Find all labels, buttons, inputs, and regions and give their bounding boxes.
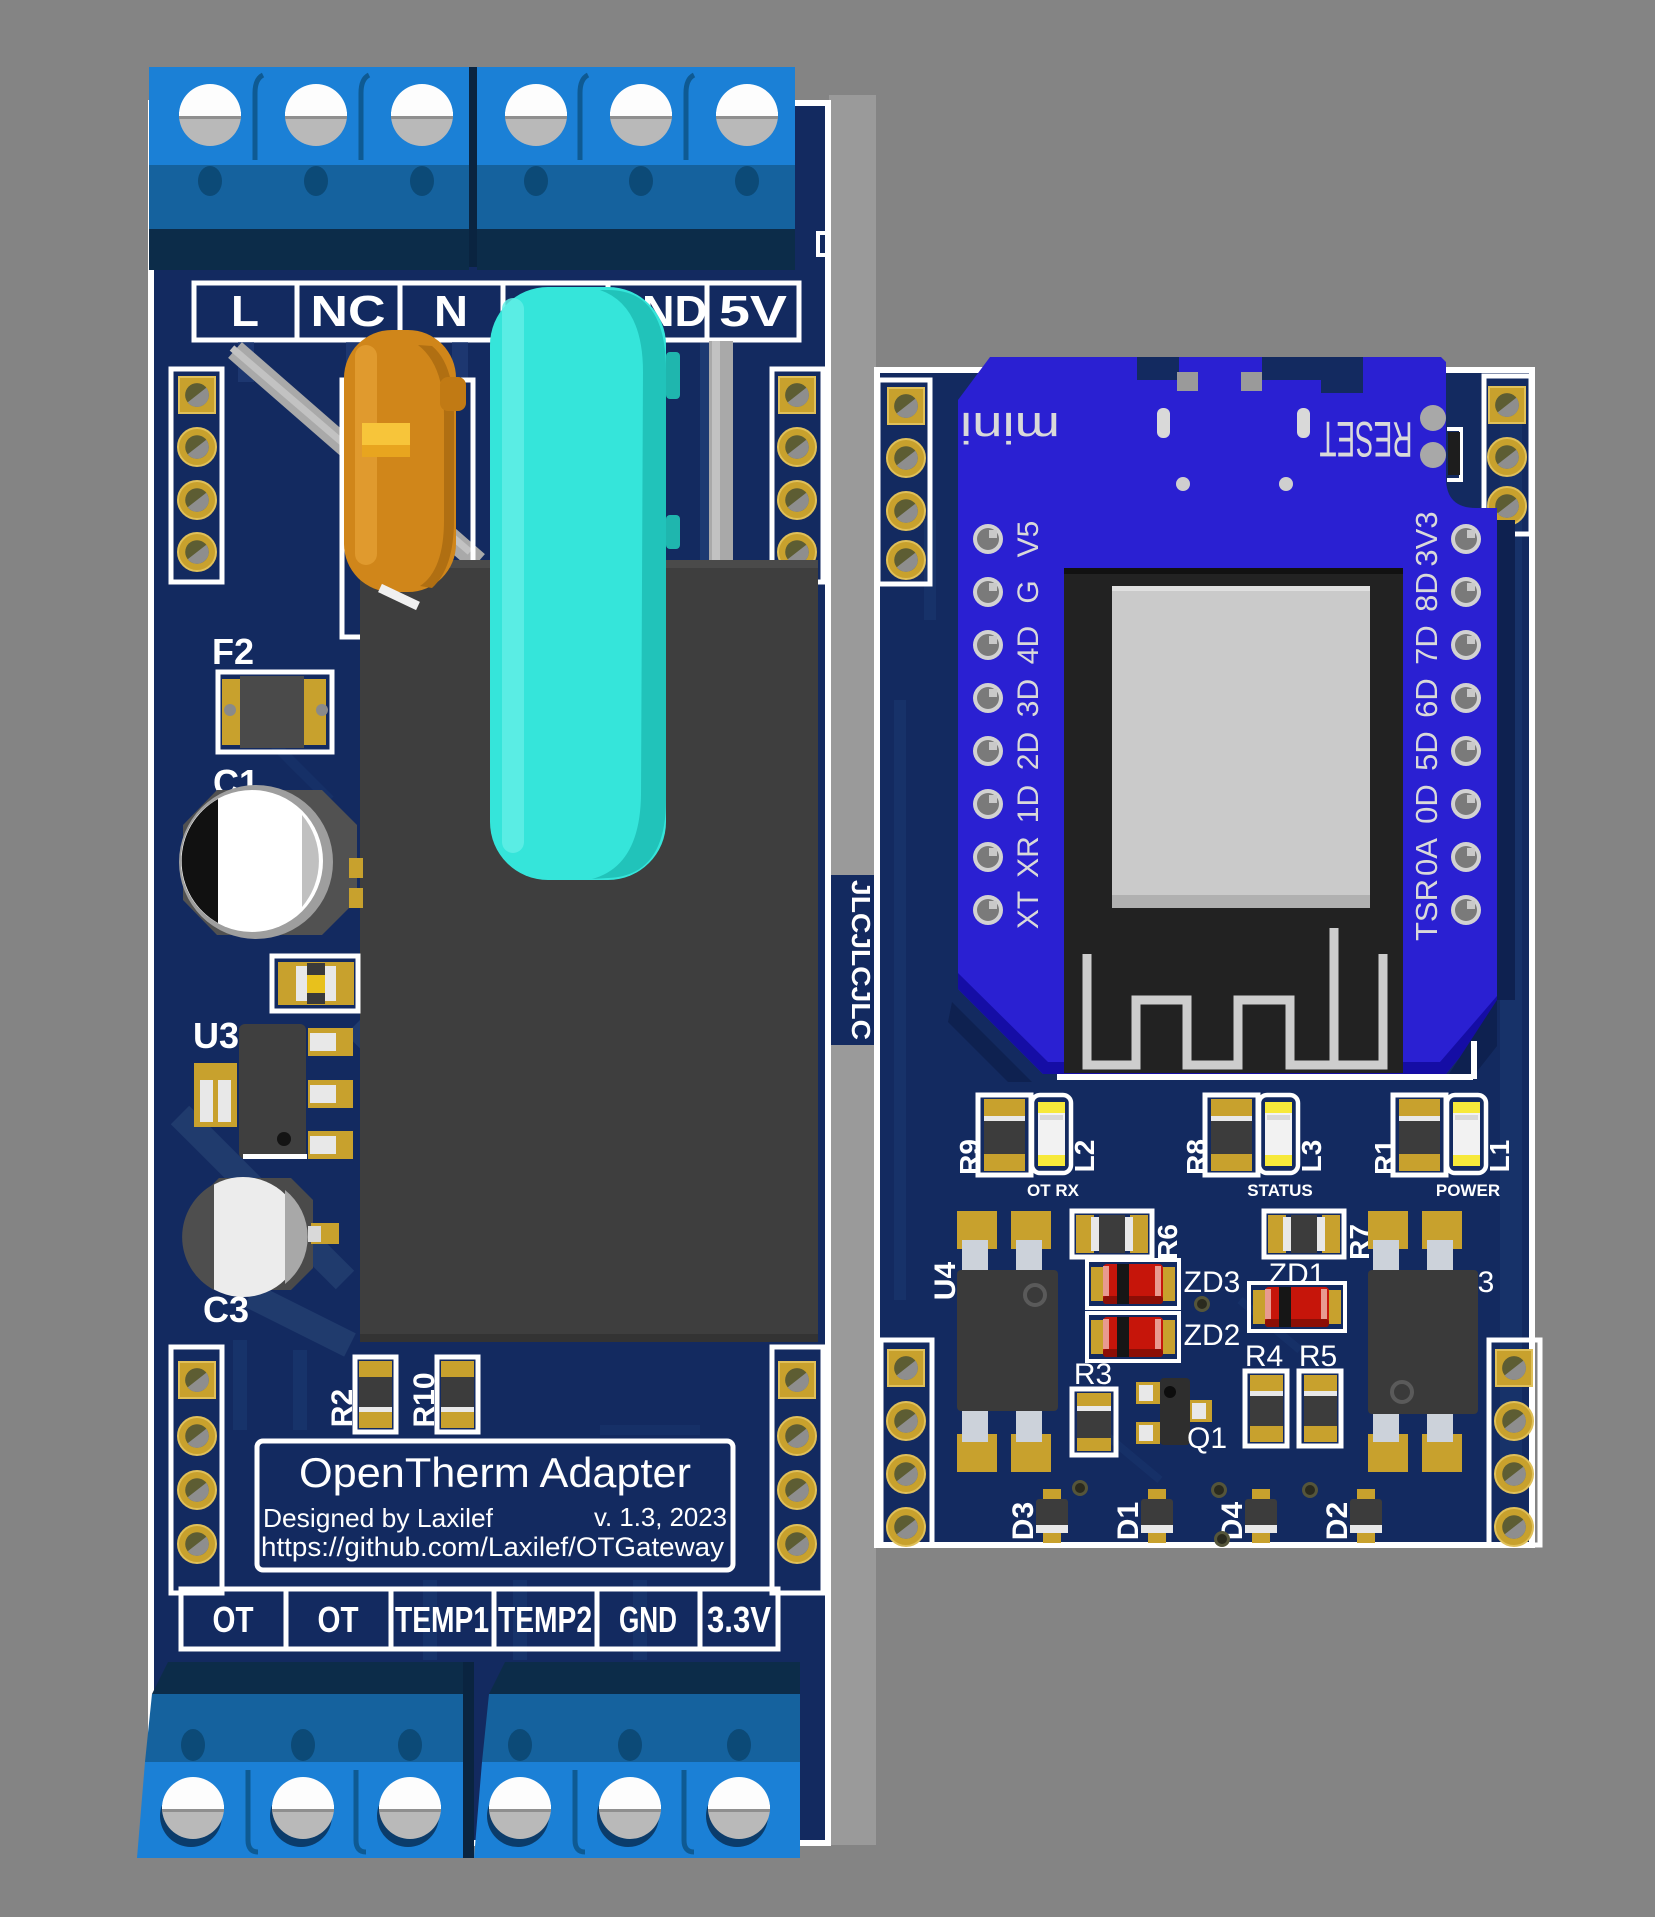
svg-text:XT: XT (1012, 891, 1045, 929)
svg-text:L3: L3 (1296, 1140, 1327, 1173)
svg-text:JLCJLCJLC: JLCJLCJLC (846, 880, 876, 1040)
svg-text:OpenTherm Adapter: OpenTherm Adapter (299, 1449, 691, 1496)
svg-text:v. 1.3, 2023: v. 1.3, 2023 (594, 1502, 727, 1532)
svg-text:XR: XR (1012, 836, 1045, 878)
svg-text:R9: R9 (954, 1139, 985, 1175)
svg-text:0A: 0A (1409, 838, 1444, 876)
svg-text:U3: U3 (193, 1015, 239, 1056)
svg-text:D3: D3 (1007, 1502, 1040, 1540)
svg-text:3V3: 3V3 (1409, 511, 1444, 566)
svg-text:R3: R3 (1074, 1358, 1112, 1391)
svg-text:7D: 7D (1409, 625, 1444, 665)
svg-text:NC: NC (311, 287, 386, 336)
svg-text:6D: 6D (1409, 678, 1444, 718)
svg-text:2D: 2D (1012, 732, 1045, 770)
svg-text:3D: 3D (1012, 679, 1045, 717)
svg-text:L2: L2 (1069, 1140, 1100, 1173)
svg-text:D2: D2 (1321, 1502, 1354, 1540)
svg-text:POWER: POWER (1436, 1181, 1500, 1200)
svg-text:TEMP1: TEMP1 (395, 1599, 489, 1640)
svg-text:G: G (1012, 580, 1045, 603)
svg-text:N: N (434, 287, 468, 336)
svg-text:1D: 1D (1012, 785, 1045, 823)
svg-text:GND: GND (619, 1599, 677, 1640)
svg-text:R6: R6 (1152, 1224, 1183, 1260)
svg-text:OT RX: OT RX (1027, 1181, 1080, 1200)
svg-text:RESET: RESET (1320, 411, 1413, 467)
svg-text:5D: 5D (1409, 731, 1444, 771)
svg-text:C3: C3 (203, 1289, 249, 1330)
svg-text:5V: 5V (719, 287, 788, 336)
svg-text:L1: L1 (1484, 1140, 1515, 1173)
svg-text:8D: 8D (1409, 572, 1444, 612)
svg-text:TSR: TSR (1409, 879, 1444, 941)
svg-text:ZD2: ZD2 (1184, 1319, 1241, 1352)
svg-text:ZD1: ZD1 (1269, 1258, 1326, 1291)
svg-text:https://github.com/Laxilef/OTG: https://github.com/Laxilef/OTGateway (261, 1532, 725, 1562)
svg-text:V5: V5 (1012, 521, 1045, 558)
svg-text:0D: 0D (1409, 784, 1444, 824)
svg-text:R1: R1 (1369, 1139, 1400, 1175)
svg-text:U4: U4 (929, 1262, 962, 1301)
svg-text:Designed by Laxilef: Designed by Laxilef (263, 1503, 494, 1533)
svg-text:R5: R5 (1299, 1340, 1337, 1373)
svg-text:OT: OT (213, 1599, 254, 1640)
svg-text:OT: OT (318, 1599, 359, 1640)
svg-text:L: L (231, 287, 259, 336)
svg-text:3: 3 (1478, 1266, 1495, 1299)
svg-text:4D: 4D (1012, 626, 1045, 664)
svg-text:ZD3: ZD3 (1184, 1266, 1241, 1299)
svg-text:TEMP2: TEMP2 (498, 1599, 592, 1640)
svg-text:R4: R4 (1245, 1340, 1283, 1373)
svg-text:STATUS: STATUS (1247, 1181, 1312, 1200)
svg-text:R8: R8 (1181, 1139, 1212, 1175)
svg-text:Q1: Q1 (1187, 1422, 1227, 1455)
svg-text:F2: F2 (212, 631, 254, 672)
svg-text:D1: D1 (1112, 1502, 1145, 1540)
svg-text:3.3V: 3.3V (707, 1599, 771, 1640)
svg-text:mini: mini (960, 403, 1060, 452)
